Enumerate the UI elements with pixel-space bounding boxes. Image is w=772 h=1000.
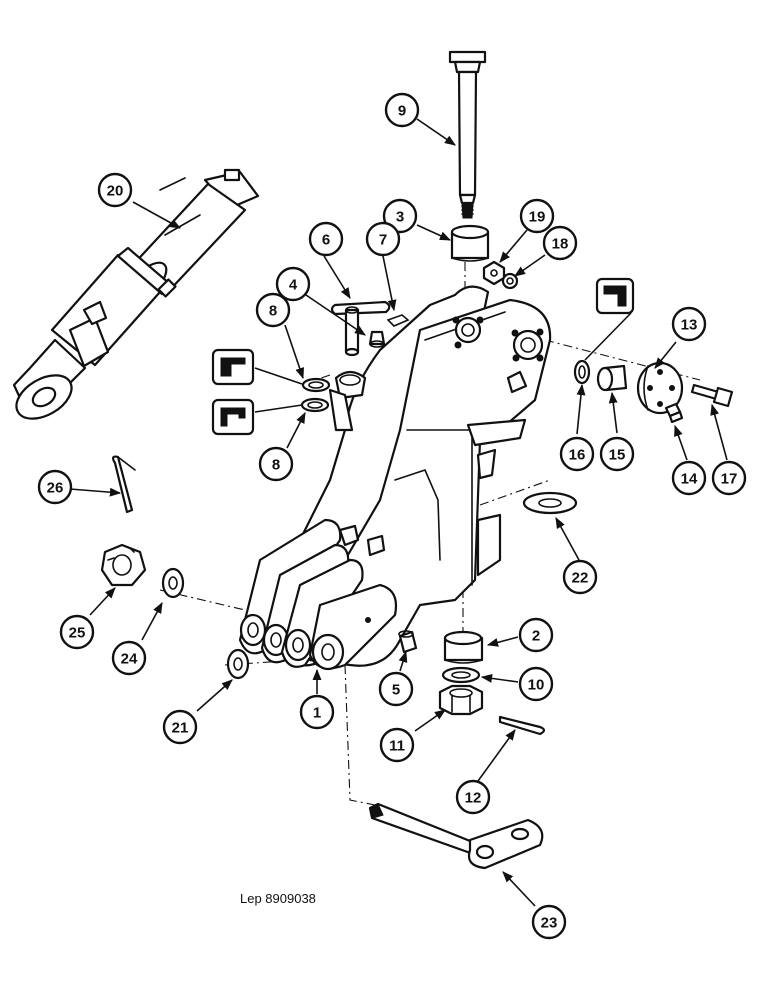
callout-17: 17 xyxy=(711,460,747,496)
callout-label: 19 xyxy=(529,209,546,226)
callout-3: 3 xyxy=(382,198,418,234)
part-8-seal-upper xyxy=(301,377,331,393)
callout-label: 9 xyxy=(398,103,406,120)
callout-8-upper: 8 xyxy=(255,292,291,328)
callout-label: 8 xyxy=(272,457,280,474)
part-22-washer xyxy=(522,491,578,515)
part-14-grease-nipple xyxy=(664,402,684,424)
part-11-castle-nut xyxy=(438,684,484,716)
callout-18: 18 xyxy=(542,225,578,261)
callout-label: 20 xyxy=(107,183,124,200)
part-3-bush xyxy=(450,224,490,262)
callout-label: 3 xyxy=(396,209,404,226)
callout-label: 14 xyxy=(681,471,698,488)
callout-label: 2 xyxy=(532,628,540,645)
callout-label: 11 xyxy=(389,738,405,755)
part-16-seal xyxy=(573,359,591,385)
seal-profile-inset-upper xyxy=(211,348,255,386)
callout-label: 1 xyxy=(313,705,321,722)
part-9-pin xyxy=(448,50,487,219)
callout-5: 5 xyxy=(378,671,414,707)
seal-profile-inset-lower xyxy=(211,398,255,436)
callout-label: 6 xyxy=(322,232,330,249)
part-4-grease-nipple xyxy=(368,330,386,348)
callout-10: 10 xyxy=(518,666,554,702)
callout-13: 13 xyxy=(671,306,707,342)
part-10-washer xyxy=(441,666,481,684)
callout-23: 23 xyxy=(531,904,567,940)
callout-21: 21 xyxy=(162,709,198,745)
callout-16: 16 xyxy=(559,436,595,472)
seal-profile-inset-right xyxy=(595,277,635,315)
part-2-bush xyxy=(443,630,484,664)
callout-label: 12 xyxy=(465,790,482,807)
callout-24: 24 xyxy=(111,640,147,676)
callout-6: 6 xyxy=(308,221,344,257)
callout-14: 14 xyxy=(671,460,707,496)
callout-2: 2 xyxy=(518,617,554,653)
callout-1: 1 xyxy=(299,694,335,730)
callout-label: 26 xyxy=(47,480,64,497)
callout-label: 25 xyxy=(69,625,86,642)
part-13-cap xyxy=(636,361,684,415)
part-7-clip xyxy=(386,314,410,327)
callout-label: 5 xyxy=(392,682,400,699)
callout-label: 7 xyxy=(379,232,387,249)
part-23-pin-plate xyxy=(368,802,544,870)
callout-label: 13 xyxy=(681,317,698,334)
callout-label: 15 xyxy=(609,447,626,464)
callout-label: 22 xyxy=(572,570,589,587)
part-24-washer xyxy=(161,567,185,599)
callout-19: 19 xyxy=(519,198,555,234)
part-17-bolt xyxy=(690,383,734,408)
callout-20: 20 xyxy=(97,172,133,208)
part-15-bush xyxy=(596,364,628,392)
callout-15: 15 xyxy=(599,436,635,472)
callout-label: 24 xyxy=(121,651,138,668)
part-20-hydraulic-cylinder xyxy=(12,168,260,420)
figure-reference: Lep 8909038 xyxy=(240,891,316,906)
callout-label: 16 xyxy=(569,447,586,464)
part-18-washer xyxy=(501,272,519,290)
callout-label: 21 xyxy=(172,720,189,737)
callout-label: 8 xyxy=(269,303,277,320)
callout-22: 22 xyxy=(562,559,598,595)
callout-12: 12 xyxy=(455,779,491,815)
part-19-nut xyxy=(482,260,506,286)
callout-label: 4 xyxy=(289,277,298,294)
callout-9: 9 xyxy=(384,92,420,128)
part-21-washer xyxy=(226,648,250,680)
callout-26: 26 xyxy=(37,469,73,505)
part-5-plug xyxy=(398,630,418,654)
part-12-split-pin xyxy=(498,715,546,736)
callout-label: 18 xyxy=(552,236,569,253)
callout-label: 10 xyxy=(528,677,545,694)
callout-8-lower: 8 xyxy=(258,446,294,482)
callout-11: 11 xyxy=(379,727,415,763)
part-25-castle-nut xyxy=(100,543,147,587)
part-8-seal-lower xyxy=(300,397,330,413)
callout-label: 23 xyxy=(541,915,558,932)
callout-7: 7 xyxy=(365,221,401,257)
callout-4: 4 xyxy=(275,266,311,302)
callout-leaders xyxy=(69,118,728,907)
part-26-split-pin xyxy=(111,455,136,514)
callout-label: 17 xyxy=(721,471,738,488)
part-1-main-frame xyxy=(238,285,552,671)
callout-25: 25 xyxy=(59,614,95,650)
